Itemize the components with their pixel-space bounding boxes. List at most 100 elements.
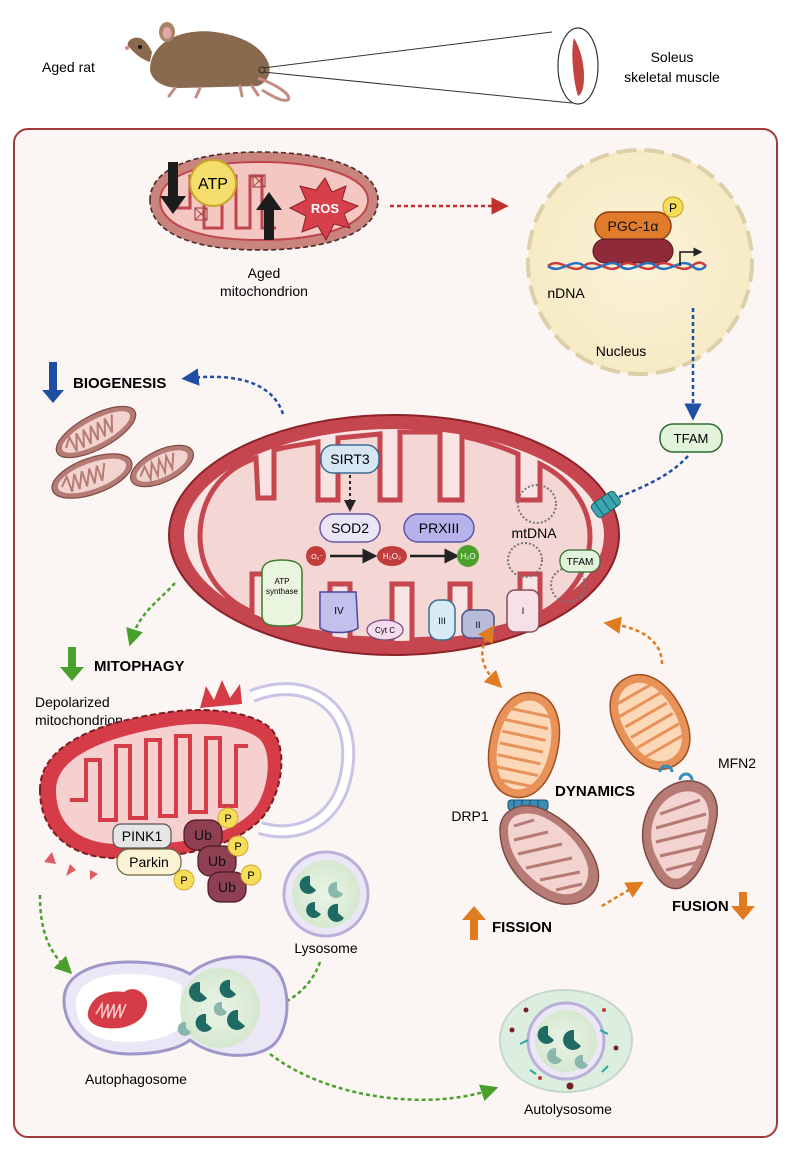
mitophagy-arrow-icon: [60, 647, 84, 681]
signal-arrow-blue-biogenesis: [181, 368, 285, 415]
pink1-box: [112, 823, 172, 849]
ubiquitin-3: [207, 871, 247, 903]
zoom-line-top: [262, 31, 553, 69]
rat-illustration: [125, 22, 291, 102]
up-arrow-icon: [256, 192, 282, 240]
h2o-molecule: [457, 545, 479, 567]
fusion-mito-bottom: [641, 780, 718, 890]
atp-synthase-label-line2: synthase: [266, 587, 299, 596]
ub-phospho-label-3: P: [247, 870, 254, 882]
prxiii-label: PRXIII: [419, 520, 459, 536]
nucleus: PGC-1α P nDNA Nucleus: [526, 148, 754, 376]
autolysosome-label: Autolysosome: [524, 1101, 612, 1117]
ros-label: ROS: [311, 201, 340, 216]
superoxide-molecule: [306, 546, 326, 566]
autophagosome: [62, 955, 289, 1057]
pgc1a-label: PGC-1α: [608, 218, 659, 234]
mfn2-tether-icon: [658, 764, 694, 781]
parkin-label: Parkin: [129, 854, 169, 870]
ub-phospho-badge-3: [240, 864, 262, 886]
h2o2-molecule: [377, 546, 407, 566]
atp-label: ATP: [198, 176, 228, 193]
ubiquitin-1-label: Ub: [194, 827, 212, 843]
ub-phospho-label-1: P: [224, 813, 231, 825]
h2o-label: H₂O: [460, 552, 475, 561]
ros-starburst: [288, 177, 360, 242]
complex-iii: [428, 599, 456, 641]
atp-synthase-label-line1: ATP: [275, 577, 290, 586]
atp-synthase-complex: [261, 559, 303, 627]
complex-iii-label: III: [438, 616, 446, 626]
muscle-label-line1: Soleus: [651, 49, 694, 65]
complex-ii-label: II: [475, 620, 480, 630]
tfam-inner-box: [559, 549, 601, 573]
aged-mito-caption-line2: mitochondrion: [220, 283, 308, 299]
autophagosome-label: Autophagosome: [85, 1071, 187, 1087]
mtdna-circle-icon: [550, 567, 586, 603]
autolysosome: [498, 988, 634, 1094]
mtdna-circle-icon: [507, 542, 543, 578]
damaged-marker-icon: [194, 207, 208, 221]
sod2-box: [319, 513, 381, 543]
cytochrome-c: [366, 619, 404, 641]
signal-arrow-orange-to-fission: [477, 624, 503, 689]
nucleus-label: Nucleus: [596, 343, 647, 359]
muscle-label-line2: skeletal muscle: [624, 69, 720, 85]
tfam-inner-label: TFAM: [567, 557, 594, 568]
complex-iv: [319, 591, 359, 634]
ub-phospho-badge-2: [227, 835, 249, 857]
ubiquitin-2-label: Ub: [208, 853, 226, 869]
header: Aged rat Soleus skeletal muscle: [42, 22, 720, 105]
complex-iv-label: IV: [334, 606, 344, 617]
mtdna-circle-icon: [517, 484, 557, 524]
ndna-label: nDNA: [547, 285, 585, 301]
phospho-label: P: [669, 201, 677, 215]
main-mitochondrion: SIRT3 SOD2 PRXIII ·O₂⁻ H₂O₂ H₂O mtDNA TF…: [168, 414, 621, 656]
parkin-box: [116, 848, 182, 876]
aged-mitochondrion: ATP ROS Aged mitochondrion: [149, 151, 379, 299]
phospho-badge: [662, 196, 684, 218]
fusion-title: FUSION: [672, 898, 729, 915]
fission-mito-top: [487, 691, 561, 799]
lysosome-label: Lysosome: [294, 940, 358, 956]
signal-arrow-green-to-autolysosome: [269, 1053, 499, 1102]
prxiii-box: [403, 513, 475, 543]
soleus-muscle-icon: [572, 38, 584, 96]
complex-i-label: I: [522, 606, 525, 616]
atp-circle: [189, 159, 237, 207]
fission-mito-bottom: [499, 804, 600, 905]
ubiquitin-3-label: Ub: [218, 879, 236, 895]
h2o2-label: H₂O₂: [383, 552, 401, 561]
ub-phospho-badge-1: [217, 807, 239, 829]
parkin-phospho-label: P: [180, 875, 187, 887]
tfam-label: TFAM: [674, 431, 709, 446]
mitophagy-title: MITOPHAGY: [94, 658, 185, 675]
transcription-factor-box: [592, 238, 674, 264]
dynamics-title: DYNAMICS: [555, 783, 635, 800]
sod2-label: SOD2: [331, 520, 369, 536]
lysosome: [282, 850, 370, 938]
signal-arrow-green-mitophagy: [126, 582, 176, 647]
mtdna-label: mtDNA: [511, 525, 557, 541]
sirt3-box: [320, 444, 380, 474]
fission-arrow-icon: [462, 906, 486, 940]
complex-i: [506, 589, 540, 633]
small-mitochondria-group: [51, 405, 194, 499]
mfn2-label: MFN2: [718, 755, 756, 771]
fusion-arrow-icon: [731, 892, 755, 920]
dna-helix-icon: [547, 261, 707, 271]
transcription-start-arrow-icon: [679, 247, 703, 266]
depolarized-label-line1: Depolarized: [35, 694, 110, 710]
signal-arrow-green-to-autophagosome: [38, 894, 73, 975]
cyt-c-label: Cyt C: [375, 626, 395, 635]
drp1-label: DRP1: [451, 808, 489, 824]
parkin-phospho-badge: [173, 869, 195, 891]
signal-arrow-orange-fission-to-fusion: [601, 881, 644, 908]
fission-title: FISSION: [492, 919, 552, 936]
superoxide-label: ·O₂⁻: [309, 554, 323, 561]
phagophore-membrane: [249, 682, 356, 839]
aged-mito-caption-line1: Aged: [248, 265, 281, 281]
organism-label: Aged rat: [42, 59, 95, 75]
sirt3-label: SIRT3: [330, 451, 370, 467]
